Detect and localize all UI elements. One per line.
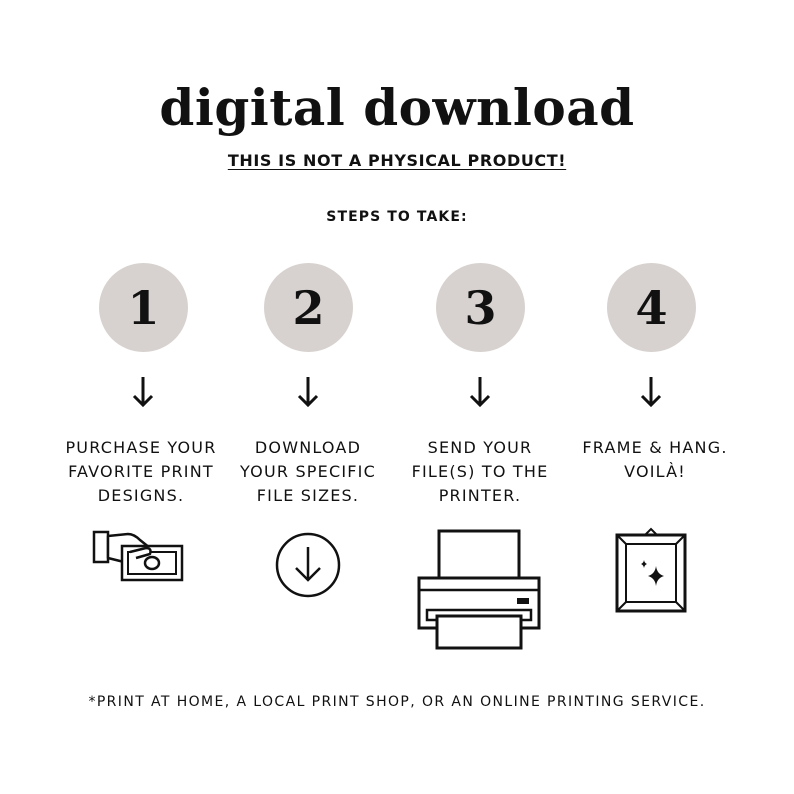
step-3-line-1: SEND YOUR <box>427 438 533 457</box>
step-2-line-3: FILE SIZES. <box>256 486 360 505</box>
step-1-line-2: FAVORITE PRINT <box>68 462 214 481</box>
hand-money-icon <box>92 530 184 582</box>
steps-heading: STEPS TO TAKE: <box>326 209 468 225</box>
step-4-text: FRAME & HANG. VOILÀ! <box>565 436 745 484</box>
footnote: *PRINT AT HOME, A LOCAL PRINT SHOP, OR A… <box>88 694 706 710</box>
step-4-line-1: FRAME & HANG. <box>582 438 728 457</box>
step-4-line-2: VOILÀ! <box>624 462 686 481</box>
step-2-line-1: DOWNLOAD <box>254 438 362 457</box>
arrow-down-icon <box>469 377 491 408</box>
step-3-line-3: PRINTER. <box>438 486 522 505</box>
step-4-circle: 4 <box>607 263 696 352</box>
arrow-down-icon <box>297 377 319 408</box>
step-2-circle: 2 <box>264 263 353 352</box>
arrow-down-icon <box>132 377 154 408</box>
step-3-text: SEND YOUR FILE(S) TO THE PRINTER. <box>390 436 570 508</box>
picture-frame-icon <box>615 527 687 613</box>
step-1-circle: 1 <box>99 263 188 352</box>
step-1-line-3: DESIGNS. <box>97 486 185 505</box>
subtitle: THIS IS NOT A PHYSICAL PRODUCT! <box>227 151 567 170</box>
printer-icon <box>417 529 541 650</box>
step-2-text: DOWNLOAD YOUR SPECIFIC FILE SIZES. <box>218 436 398 508</box>
step-1-text: PURCHASE YOUR FAVORITE PRINT DESIGNS. <box>51 436 231 508</box>
download-circle-icon <box>275 532 341 598</box>
step-3-line-2: FILE(S) TO THE <box>411 462 549 481</box>
step-3-circle: 3 <box>436 263 525 352</box>
arrow-down-icon <box>640 377 662 408</box>
page-title: digital download <box>159 78 635 137</box>
step-1-line-1: PURCHASE YOUR <box>65 438 217 457</box>
step-2-line-2: YOUR SPECIFIC <box>240 462 376 481</box>
